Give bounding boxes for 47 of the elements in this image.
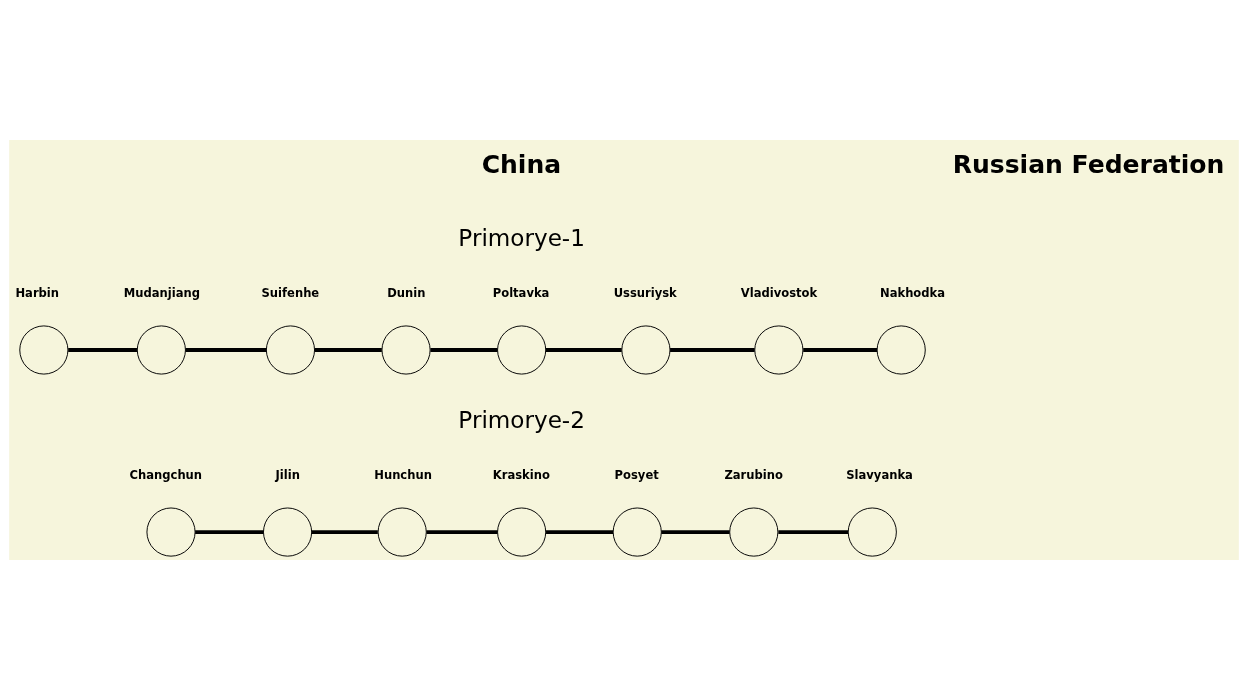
node-circle	[621, 325, 671, 375]
node-circle	[497, 325, 547, 375]
node-label: Posyet	[614, 468, 659, 483]
node-label: Jilin	[275, 468, 300, 483]
connector	[426, 530, 498, 534]
connector	[68, 348, 137, 352]
connector	[545, 348, 622, 352]
node-label: Zarubino	[724, 468, 783, 483]
connector	[803, 348, 878, 352]
node-label: Nakhodka	[880, 286, 946, 301]
node-label: Kraskino	[492, 468, 550, 483]
node-circle	[729, 507, 779, 557]
node-label: Vladivostok	[740, 286, 818, 301]
connector	[661, 530, 730, 534]
connector	[314, 348, 382, 352]
node-circle	[265, 325, 316, 375]
connector	[670, 348, 755, 352]
node-label: Dunin	[387, 286, 426, 301]
node-circle	[497, 507, 547, 557]
node-label: Poltavka	[492, 286, 550, 301]
node-circle	[754, 325, 804, 375]
node-circle	[876, 325, 926, 375]
connector	[311, 530, 378, 534]
label: Primorye-2	[458, 407, 585, 434]
node-circle	[612, 507, 662, 557]
connector	[546, 530, 613, 534]
connector	[195, 530, 264, 534]
node-label: Changchun	[129, 468, 203, 483]
node-circle	[381, 325, 431, 375]
connector	[185, 348, 267, 352]
connector	[778, 530, 849, 534]
label: Primorye-1	[458, 225, 585, 252]
node-circle	[146, 507, 196, 557]
node-label: Mudanjiang	[123, 286, 200, 301]
node-circle	[847, 507, 897, 557]
node-label: Slavyanka	[846, 468, 913, 483]
node-label: Harbin	[15, 286, 60, 301]
connector	[430, 348, 498, 352]
node-circle	[377, 507, 427, 557]
node-label: Hunchun	[374, 468, 432, 483]
node-circle	[263, 507, 313, 557]
node-label: Suifenhe	[261, 286, 320, 301]
node-circle	[19, 325, 69, 375]
label: Russian Federation	[952, 150, 1225, 180]
node-circle	[136, 325, 186, 375]
node-label: Ussuriysk	[613, 286, 677, 301]
label: China	[481, 150, 562, 180]
